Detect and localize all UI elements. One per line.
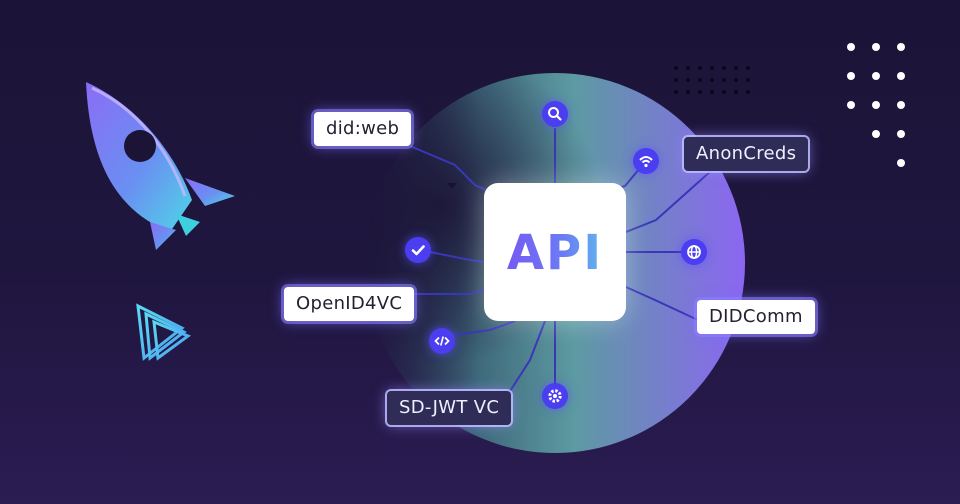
- check-icon: [405, 237, 431, 263]
- rocket-illustration: [86, 82, 235, 250]
- wifi-icon: [633, 148, 659, 174]
- tag-did-web: did:web: [314, 112, 412, 146]
- api-label: API: [484, 225, 626, 281]
- tag-anoncreds: AnonCreds: [684, 137, 809, 171]
- dot-grid-dark: [674, 66, 750, 94]
- tag-sd-jwt-vc: SD-JWT VC: [387, 391, 512, 425]
- search-icon: [542, 101, 568, 127]
- tag-didcomm: DIDComm: [697, 300, 815, 334]
- play-triangle-logo: [136, 303, 192, 361]
- code-icon: [429, 328, 455, 354]
- dot-grid-white: [847, 43, 905, 167]
- gear-icon: [542, 383, 568, 409]
- api-card: API: [484, 183, 626, 321]
- globe-icon: [681, 239, 707, 265]
- tag-openid4vc: OpenID4VC: [284, 287, 415, 321]
- pointer-marker: [447, 183, 457, 189]
